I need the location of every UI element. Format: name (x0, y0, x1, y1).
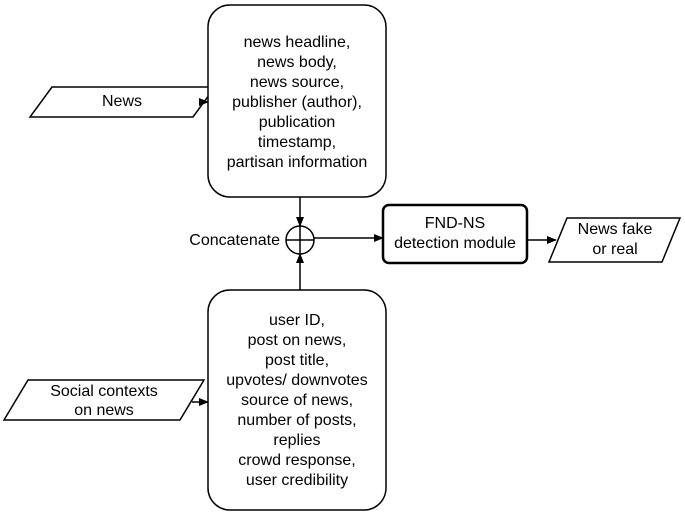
social-input-shape (2, 379, 206, 421)
news-feature-item: news headline, (243, 34, 351, 51)
module-title: FND-NS (424, 215, 486, 232)
news-feature-item: news source, (249, 74, 345, 91)
fnd-ns-module-label: FND-NS detection module (383, 214, 527, 254)
concatenate-label: Concatenate (189, 232, 280, 249)
news-input-label: News (101, 93, 142, 110)
social-feature-item: upvotes/ downvotes (226, 372, 368, 389)
output-label: News fake or real (558, 220, 672, 260)
news-features-list: news headline, news body, news source, p… (208, 33, 386, 173)
social-input-line-2: on news (74, 402, 134, 420)
social-feature-item: user ID, (268, 312, 325, 329)
social-feature-item: replies (273, 432, 321, 449)
news-feature-item: publisher (author), (232, 94, 362, 111)
social-input-line-1: Social contexts (50, 383, 158, 400)
news-feature-item: publication (258, 114, 336, 131)
news-feature-item: partisan information (226, 154, 368, 171)
news-feature-item: timestamp, (257, 134, 337, 151)
output-line-1: News fake (577, 221, 653, 238)
output-shape (547, 217, 682, 263)
output-line-2: or real (592, 241, 638, 258)
social-feature-item: number of posts, (237, 412, 357, 429)
social-feature-item: source of news, (240, 392, 354, 409)
social-feature-item: crowd response, (238, 452, 356, 469)
module-subtitle: detection module (394, 235, 516, 252)
social-input-label: Social contexts on news (16, 382, 192, 420)
social-feature-item: post title, (264, 352, 330, 369)
news-feature-item: news body, (257, 54, 337, 71)
news-input-shape (28, 86, 217, 118)
social-features-list: user ID, post on news, post title, upvot… (208, 311, 386, 491)
social-feature-item: post on news, (247, 332, 347, 349)
social-feature-item: user credibility (245, 472, 349, 489)
